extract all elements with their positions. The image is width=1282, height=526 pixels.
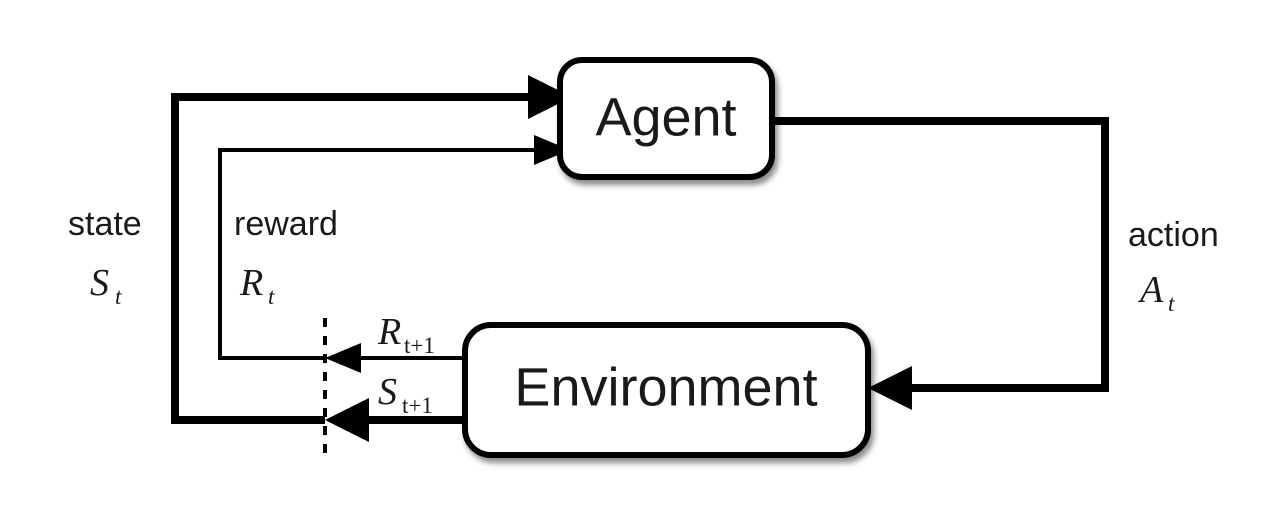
action-flow-path <box>772 117 1109 410</box>
reward-flow-path <box>218 135 570 360</box>
state-line <box>171 93 528 424</box>
label-next-reward: R t+1 <box>377 311 435 358</box>
next-reward-subscript-label: t+1 <box>404 333 435 358</box>
reward-line <box>218 148 534 360</box>
reward-arrowhead-into-agent <box>534 135 570 165</box>
label-reward: reward R t <box>234 205 338 309</box>
reward-word-label: reward <box>234 205 338 243</box>
state-flow-path <box>171 75 572 424</box>
next-state-subscript-label: t+1 <box>402 393 433 418</box>
reward-subscript-label: t <box>268 284 275 309</box>
next-state-symbol-label: S <box>378 371 397 413</box>
node-agent[interactable]: Agent <box>557 57 775 180</box>
action-line <box>772 117 1109 392</box>
label-action: action A t <box>1128 216 1219 316</box>
next-reward-arrowhead <box>325 343 361 373</box>
action-word-label: action <box>1128 216 1219 254</box>
environment-label: Environment <box>514 357 817 417</box>
state-subscript-label: t <box>115 284 122 309</box>
node-environment[interactable]: Environment <box>462 322 871 458</box>
state-word-label: state <box>68 205 142 243</box>
next-reward-symbol-label: R <box>377 311 401 353</box>
next-state-flow-path <box>325 398 465 442</box>
agent-label: Agent <box>595 87 736 147</box>
next-reward-flow-path <box>325 343 465 373</box>
next-state-arrowhead <box>325 398 369 442</box>
state-symbol-label: S <box>90 262 109 304</box>
action-symbol-label: A <box>1137 269 1164 311</box>
label-next-state: S t+1 <box>378 371 433 418</box>
environment-box[interactable] <box>462 322 871 458</box>
label-state: state S t <box>68 205 142 309</box>
action-subscript-label: t <box>1168 291 1175 316</box>
state-arrowhead-into-agent <box>528 75 572 119</box>
reward-symbol-label: R <box>239 262 263 304</box>
action-arrowhead-into-environment <box>868 366 912 410</box>
agent-box[interactable] <box>557 57 775 180</box>
